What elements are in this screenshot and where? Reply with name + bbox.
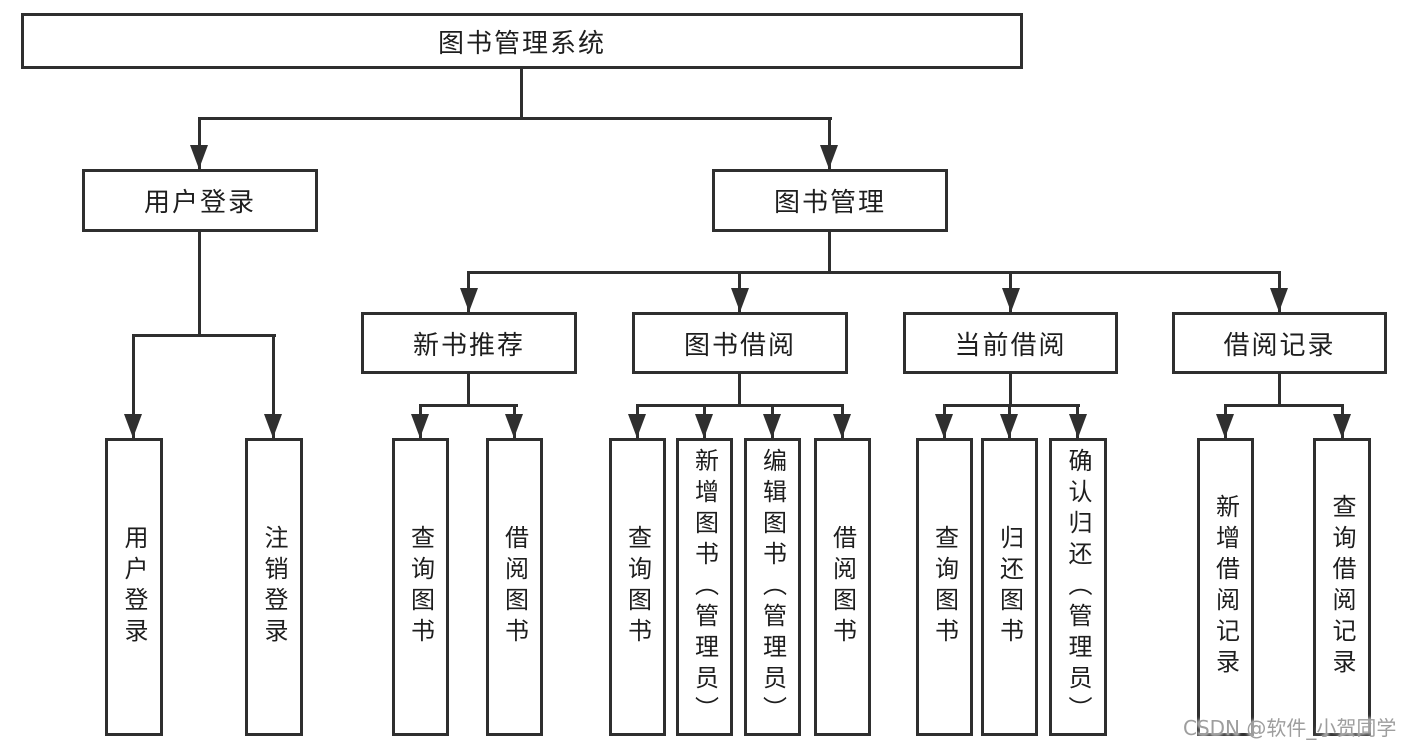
connector-to-logout-leaf xyxy=(272,334,275,438)
node-label: 借阅图书 xyxy=(500,525,529,649)
node-label: 图书管理 xyxy=(773,188,886,218)
connector-current-borrow-splitter xyxy=(943,404,1080,407)
node-add-books-admin: 新增图书（管理员） xyxy=(676,438,733,736)
node-user-login: 用户登录 xyxy=(82,169,318,232)
node-query-books-current: 查询图书 xyxy=(916,438,973,736)
node-label: 借阅图书 xyxy=(828,525,857,649)
node-borrow-books-recommend: 借阅图书 xyxy=(486,438,543,736)
node-current-borrowing: 当前借阅 xyxy=(903,312,1118,374)
connector-new-book-splitter xyxy=(419,404,518,407)
arrow-down-icon xyxy=(1069,414,1087,438)
connector-user-login-splitter xyxy=(132,334,276,337)
connector-to-login-leaf xyxy=(132,334,135,438)
node-label: 当前借阅 xyxy=(954,330,1067,361)
arrow-down-icon xyxy=(1270,288,1288,312)
arrow-down-icon xyxy=(763,414,781,438)
node-label: 查询图书 xyxy=(623,525,652,649)
arrow-down-icon xyxy=(628,414,646,438)
connector-book-management-splitter xyxy=(467,271,1281,274)
node-label: 新增借阅记录 xyxy=(1211,494,1240,680)
node-label: 确认归还（管理员） xyxy=(1064,447,1092,727)
node-confirm-return-admin: 确认归还（管理员） xyxy=(1049,438,1107,736)
node-query-books-borrow: 查询图书 xyxy=(609,438,666,736)
node-return-books: 归还图书 xyxy=(981,438,1038,736)
node-label: 用户登录 xyxy=(120,525,148,649)
arrow-down-icon xyxy=(1002,288,1020,312)
arrow-down-icon xyxy=(833,414,851,438)
node-borrowing-records: 借阅记录 xyxy=(1172,312,1387,374)
connector-user-login-stem xyxy=(198,232,201,337)
node-label: 图书借阅 xyxy=(683,330,796,361)
node-book-borrowing: 图书借阅 xyxy=(632,312,848,374)
arrow-down-icon xyxy=(124,414,142,438)
connector-book-management-stem xyxy=(828,232,831,273)
arrow-down-icon xyxy=(731,288,749,312)
node-label: 查询借阅记录 xyxy=(1328,494,1356,680)
node-logout: 注销登录 xyxy=(245,438,303,736)
node-label: 编辑图书（管理员） xyxy=(758,447,787,727)
arrow-down-icon xyxy=(505,414,523,438)
node-label: 用户登录 xyxy=(143,188,256,218)
connector-root-splitter xyxy=(198,117,832,120)
arrow-down-icon xyxy=(190,145,208,169)
node-label: 借阅记录 xyxy=(1223,330,1336,361)
connector-to-user-login xyxy=(198,117,201,169)
node-label: 新书推荐 xyxy=(412,330,525,361)
node-query-borrow-record: 查询借阅记录 xyxy=(1313,438,1371,736)
node-label: 新增图书（管理员） xyxy=(690,447,719,727)
arrow-down-icon xyxy=(264,414,282,438)
arrow-down-icon xyxy=(695,414,713,438)
connector-book-borrow-splitter xyxy=(636,404,844,407)
node-label: 注销登录 xyxy=(260,525,288,649)
node-edit-books-admin: 编辑图书（管理员） xyxy=(744,438,801,736)
connector-borrow-records-splitter xyxy=(1224,404,1344,407)
node-add-borrow-record: 新增借阅记录 xyxy=(1197,438,1254,736)
arrow-down-icon xyxy=(820,145,838,169)
connector-to-book-management xyxy=(828,117,831,169)
connector-root-stem xyxy=(520,69,523,118)
connector-book-borrow-stem xyxy=(738,374,741,406)
arrow-down-icon xyxy=(1216,414,1234,438)
node-book-management: 图书管理 xyxy=(712,169,948,232)
node-label: 查询图书 xyxy=(930,525,959,649)
node-root: 图书管理系统 xyxy=(21,13,1023,69)
node-query-books-recommend: 查询图书 xyxy=(392,438,449,736)
node-label: 归还图书 xyxy=(995,525,1024,649)
node-label: 查询图书 xyxy=(406,525,435,649)
arrow-down-icon xyxy=(1000,414,1018,438)
arrow-down-icon xyxy=(460,288,478,312)
node-user-login-leaf: 用户登录 xyxy=(105,438,163,736)
node-new-book-recommendation: 新书推荐 xyxy=(361,312,577,374)
node-borrow-books: 借阅图书 xyxy=(814,438,871,736)
arrow-down-icon xyxy=(935,414,953,438)
connector-borrow-records-stem xyxy=(1278,374,1281,406)
connector-new-book-stem xyxy=(467,374,470,406)
arrow-down-icon xyxy=(411,414,429,438)
node-root-label: 图书管理系统 xyxy=(437,28,606,59)
csdn-watermark: CSDN @软件_小贺同学 xyxy=(1183,716,1397,740)
arrow-down-icon xyxy=(1333,414,1351,438)
connector-current-borrow-stem xyxy=(1009,374,1012,406)
